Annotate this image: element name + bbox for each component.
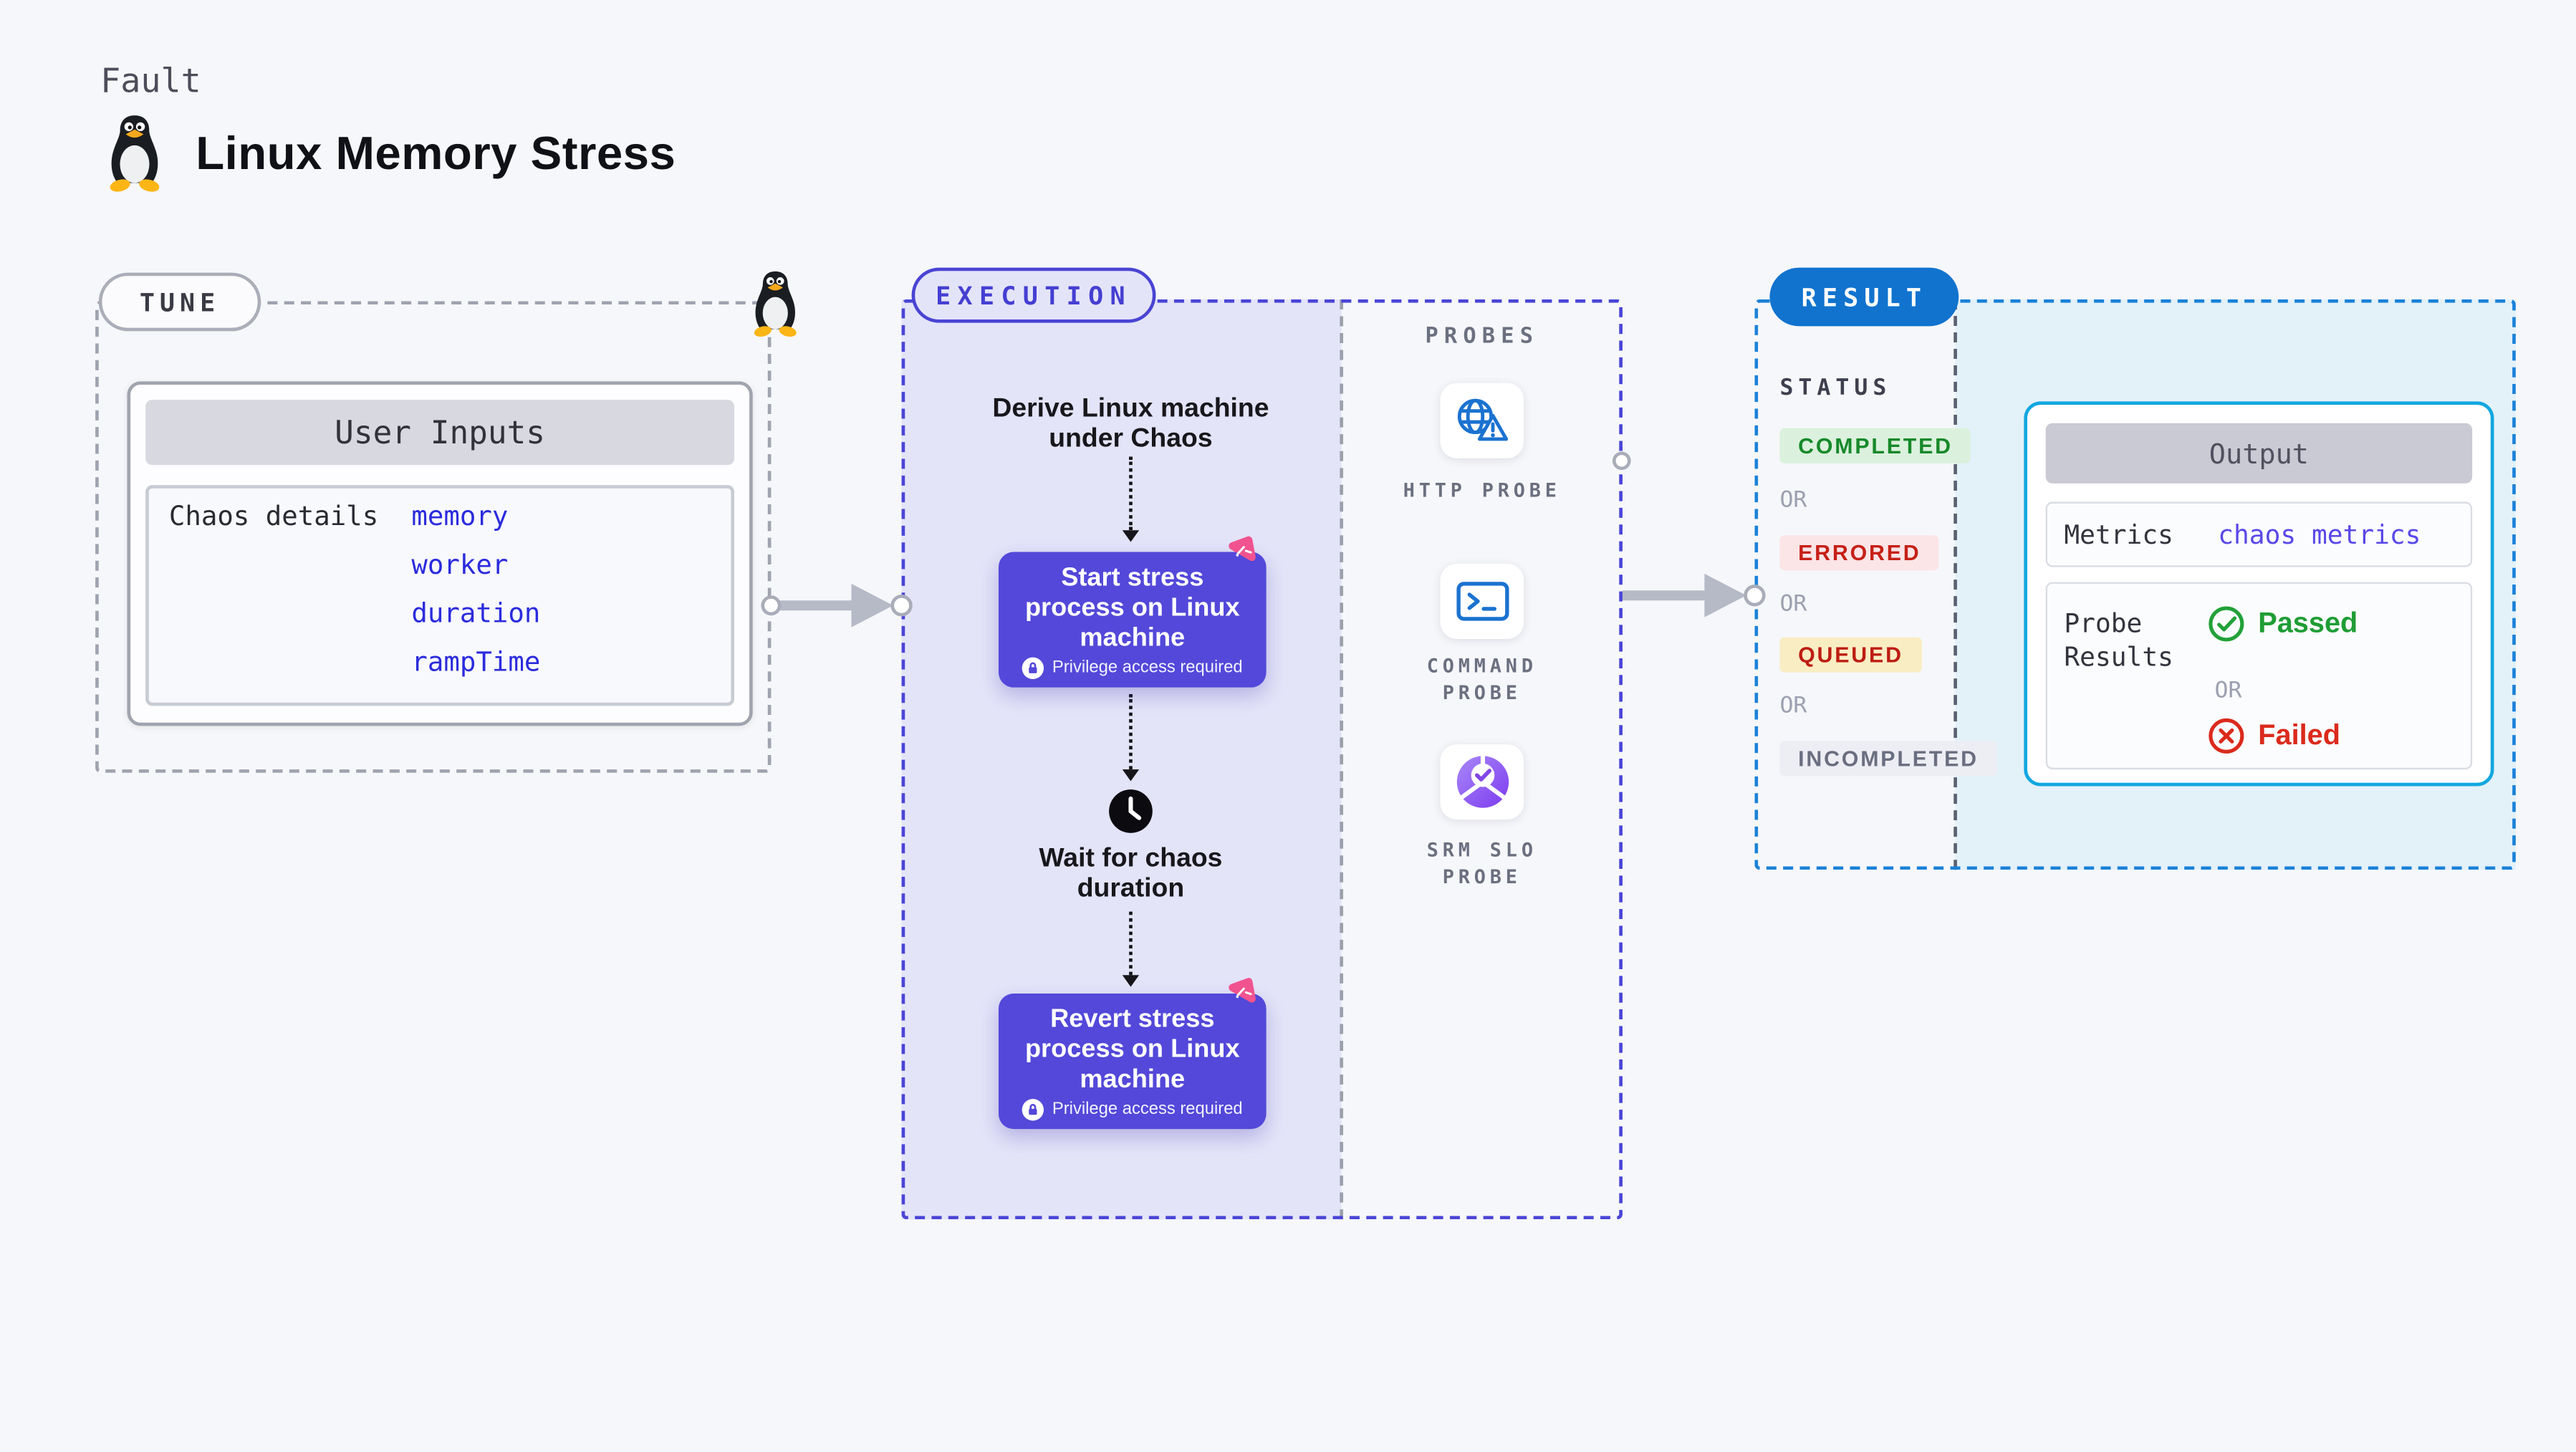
terminal-icon [1456, 582, 1509, 621]
metrics-label: Metrics [2064, 520, 2173, 551]
globe-alert-icon [1457, 398, 1509, 441]
output-card: Output Metrics chaos metrics Probe Resul… [2024, 401, 2494, 787]
metrics-row: Metrics chaos metrics [2045, 501, 2473, 567]
execution-to-result-arrow [1622, 573, 1766, 617]
privilege-row: Privilege access required [999, 657, 1267, 680]
title-row: Linux Memory Stress [100, 114, 676, 193]
result-badge: RESULT [1769, 267, 1959, 327]
privilege-row: Privilege access required [999, 1099, 1267, 1121]
flow-connector-arrowhead [1122, 769, 1140, 782]
execution-section-box [901, 299, 1623, 1220]
status-badge-errored: ERRORED [1779, 535, 1940, 571]
status-badge-queued: QUEUED [1779, 637, 1922, 673]
or-separator: OR [1779, 590, 1807, 617]
probe-results-row: Probe Results Passed OR Failed [2045, 582, 2473, 770]
or-separator: OR [1779, 692, 1807, 720]
http-probe-label: HTTP PROBE [1403, 478, 1561, 502]
lock-icon [1022, 657, 1044, 680]
privilege-note: Privilege access required [1052, 1100, 1243, 1120]
status-badge-completed: COMPLETED [1779, 428, 1971, 463]
result-divider [1953, 299, 1957, 870]
failed-verdict: Failed [2208, 718, 2340, 754]
privilege-note: Privilege access required [1052, 658, 1243, 678]
result-section-box [1754, 299, 2516, 870]
litmus-chaos-icon [1229, 978, 1256, 1003]
chaos-details-label: Chaos details [168, 500, 379, 532]
or-separator: OR [1779, 486, 1807, 514]
tux-penguin-icon [754, 271, 797, 337]
flow-connector [1129, 911, 1133, 976]
wait-step-label: Wait for chaos duration [1039, 845, 1223, 903]
revert-stress-node-title: Revert stress process on Linux machine [1024, 1005, 1240, 1095]
http-probe-card [1440, 383, 1524, 458]
derive-step-label: Derive Linux machine under Chaos [992, 395, 1269, 453]
slo-donut-icon [1456, 755, 1509, 808]
output-title: Output [2045, 423, 2473, 484]
param-memory[interactable]: memory [411, 500, 509, 532]
flow-connector-arrowhead [1122, 975, 1140, 987]
user-inputs-title: User Inputs [145, 400, 735, 466]
lock-icon [1022, 1099, 1044, 1121]
srm-slo-probe-card [1440, 744, 1524, 820]
param-duration[interactable]: duration [411, 597, 541, 629]
command-probe-card [1440, 563, 1524, 639]
metrics-value-link[interactable]: chaos metrics [2218, 520, 2421, 551]
param-ramptime[interactable]: rampTime [411, 645, 541, 678]
litmus-chaos-icon [1229, 536, 1256, 562]
status-heading: STATUS [1779, 375, 1892, 402]
status-badge-incompleted: INCOMPLETED [1779, 741, 1997, 777]
or-separator: OR [2214, 677, 2242, 705]
execution-probes-divider [1340, 299, 1344, 1220]
fault-kicker: Fault [100, 60, 201, 101]
probes-heading: PROBES [1425, 324, 1539, 350]
user-inputs-card: User Inputs Chaos details memory worker … [127, 381, 753, 726]
flow-connector-arrowhead [1122, 530, 1140, 542]
x-circle-icon [2209, 718, 2244, 754]
start-stress-node-title: Start stress process on Linux machine [1024, 563, 1240, 653]
srm-slo-probe-label: SRM SLO PROBE [1426, 837, 1537, 888]
check-circle-icon [2209, 606, 2244, 642]
probe-results-label: Probe Results [2064, 608, 2173, 672]
revert-stress-node: Revert stress process on Linux machine P… [998, 993, 1267, 1130]
command-probe-label: COMMAND PROBE [1426, 653, 1537, 703]
tune-section-box [95, 301, 772, 773]
execution-badge: EXECUTION [911, 267, 1156, 323]
start-stress-node: Start stress process on Linux machine Pr… [998, 552, 1267, 688]
clock-icon [1109, 789, 1153, 833]
connector-port [1612, 451, 1631, 471]
passed-verdict: Passed [2208, 605, 2358, 642]
tux-penguin-icon [110, 115, 160, 192]
flow-connector [1129, 456, 1133, 531]
tune-badge: TUNE [98, 272, 261, 332]
flow-connector [1129, 694, 1133, 770]
chaos-details-box: Chaos details memory worker duration ram… [145, 485, 735, 706]
param-worker[interactable]: worker [411, 548, 509, 581]
tune-to-execution-arrow [761, 583, 913, 628]
page-title: Linux Memory Stress [196, 126, 676, 178]
